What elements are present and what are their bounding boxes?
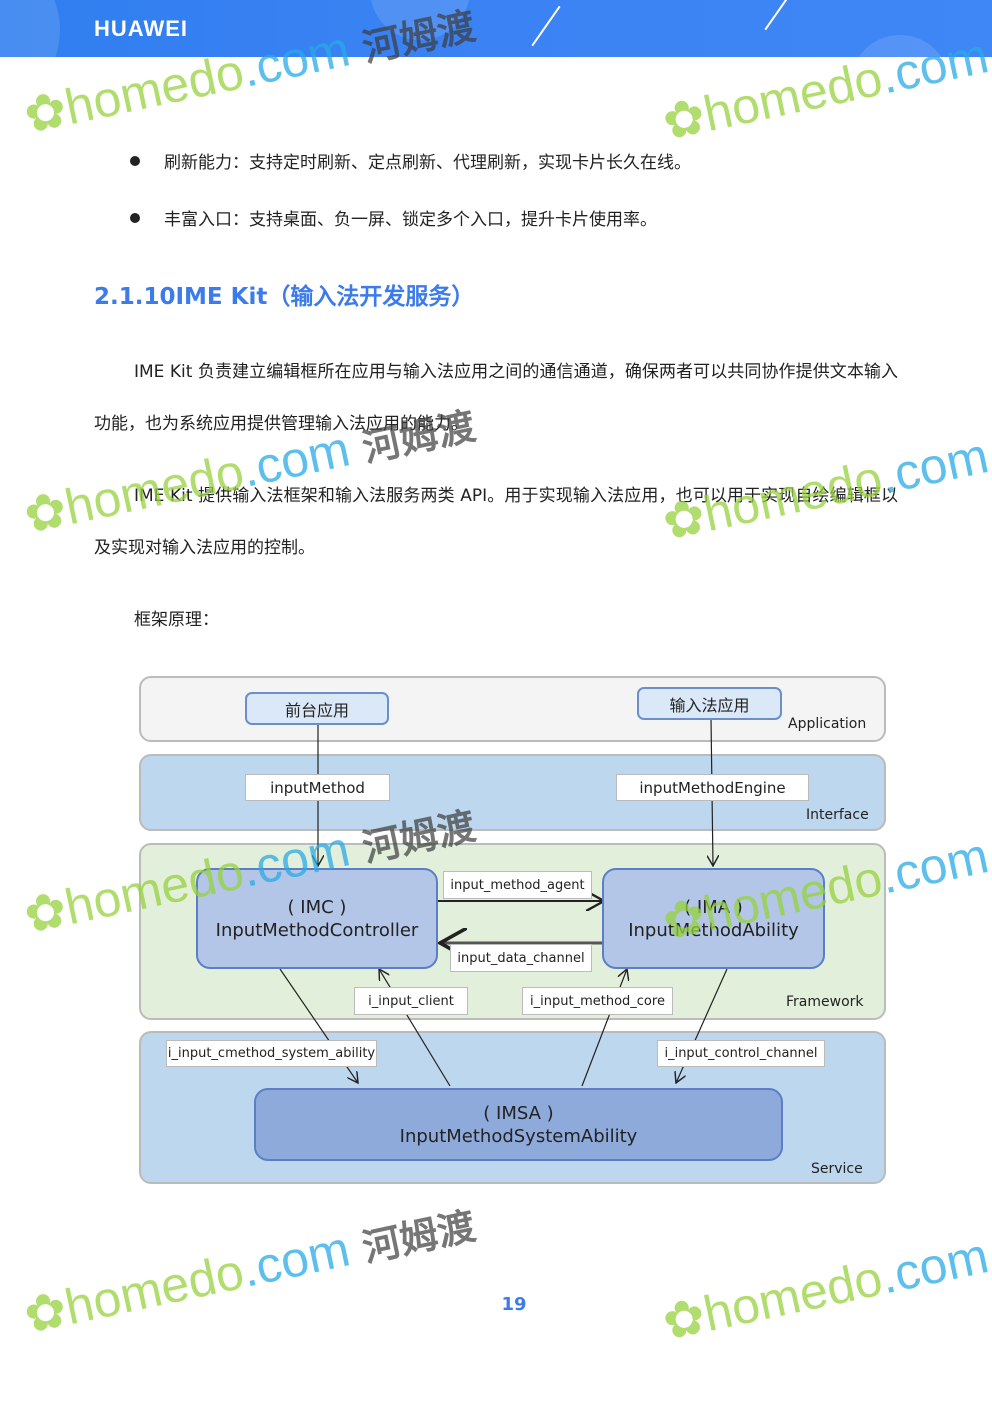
imsa-box: ( IMSA ) InputMethodSystemAbility — [254, 1088, 783, 1161]
layer-label: Service — [811, 1161, 863, 1177]
huawei-logo: HUAWEI — [94, 16, 188, 41]
imc-abbr: ( IMC ) — [287, 896, 347, 918]
ima-box: ( IMA ) InputMethodAbility — [602, 868, 825, 969]
channel-label: input_data_channel — [450, 944, 592, 972]
section-heading: 2.1.10IME Kit（输入法开发服务） — [94, 284, 475, 310]
paragraph-text: 框架原理： — [134, 610, 219, 630]
channel-label: i_input_method_core — [522, 987, 673, 1015]
input-method-engine-interface: inputMethodEngine — [616, 774, 809, 801]
paragraph: IME Kit 负责建立编辑框所在应用与输入法应用之间的通信通道，确保两者可以共… — [94, 346, 898, 450]
ime-app-box: 输入法应用 — [637, 687, 782, 720]
bullet-item: 刷新能力：支持定时刷新、定点刷新、代理刷新，实现卡片长久在线。 — [130, 148, 691, 173]
layer-label: Application — [788, 716, 867, 732]
ima-name: InputMethodAbility — [628, 919, 799, 941]
page-number: 19 — [501, 1294, 527, 1315]
imc-box: ( IMC ) InputMethodController — [196, 868, 438, 969]
page-header: HUAWEI — [0, 0, 992, 57]
foreground-app-box: 前台应用 — [245, 692, 389, 725]
imc-name: InputMethodController — [215, 919, 419, 941]
layer-label: Interface — [806, 807, 869, 823]
channel-label: input_method_agent — [443, 871, 592, 899]
bullet-text: 丰富入口：支持桌面、负一屏、锁定多个入口，提升卡片使用率。 — [164, 210, 657, 230]
channel-label: i_input_client — [354, 987, 468, 1015]
channel-label: i_input_control_channel — [657, 1040, 825, 1067]
imsa-abbr: ( IMSA ) — [483, 1102, 554, 1124]
paragraph-text: IME Kit 负责建立编辑框所在应用与输入法应用之间的通信通道，确保两者可以共… — [94, 362, 898, 434]
bullet-dot-icon — [130, 156, 140, 166]
paragraph-text: IME Kit 提供输入法框架和输入法服务两类 API。用于实现输入法应用，也可… — [94, 486, 898, 558]
bullet-text: 刷新能力：支持定时刷新、定点刷新、代理刷新，实现卡片长久在线。 — [164, 153, 691, 173]
decor-circle — [0, 0, 60, 57]
channel-label: i_input_cmethod_system_ability — [166, 1040, 377, 1067]
imsa-name: InputMethodSystemAbility — [399, 1125, 638, 1147]
paragraph: 框架原理： — [94, 594, 898, 646]
paragraph: IME Kit 提供输入法框架和输入法服务两类 API。用于实现输入法应用，也可… — [94, 470, 898, 574]
layer-label: Framework — [786, 994, 864, 1010]
ima-abbr: ( IMA ) — [684, 896, 743, 918]
bullet-item: 丰富入口：支持桌面、负一屏、锁定多个入口，提升卡片使用率。 — [130, 205, 657, 230]
input-method-interface: inputMethod — [245, 774, 390, 801]
bullet-dot-icon — [130, 213, 140, 223]
